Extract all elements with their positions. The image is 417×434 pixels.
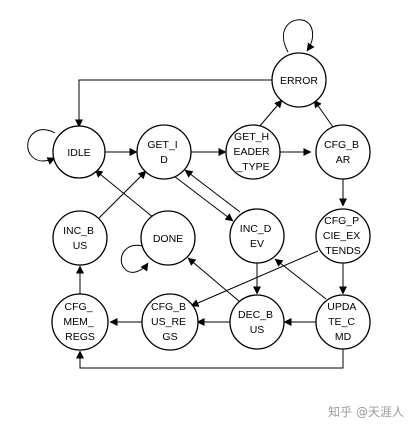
edge-idle-self-loop [27, 129, 56, 165]
state-error-label: ERROR [280, 75, 318, 87]
edge-get-id-to-inc-dev [173, 175, 234, 222]
state-update-cmd-label: UPDA TE_C MD [327, 301, 359, 343]
state-get-id: GET_I D [136, 124, 192, 180]
state-idle: IDLE [52, 125, 106, 179]
state-inc-dev: INC_D EV [229, 208, 285, 264]
state-cfg-bus-regs: CFG_B US_RE GS [141, 293, 199, 351]
edge-done-self-loop [120, 245, 149, 273]
edge-update-cmd-to-inc-dev [274, 258, 327, 300]
state-get-header-type: GET_H EADER _TYPE [225, 124, 281, 180]
state-get-header-type-label: GET_H EADER _TYPE [233, 131, 272, 173]
watermark-text: 知乎 @天涯人 [328, 405, 404, 419]
state-done: DONE [140, 210, 196, 266]
edge-inc-bus-to-get-id [98, 170, 147, 219]
state-dec-bus: DEC_B US [229, 294, 285, 350]
states: ERROR IDLE GET_I D GET_H EADER _TYPE CF [51, 52, 371, 351]
state-cfg-mem-regs-label: CFG_ MEM_ REGS [63, 301, 96, 343]
state-cfg-mem-regs: CFG_ MEM_ REGS [51, 293, 109, 351]
state-inc-bus-label: INC_B US [63, 225, 97, 252]
edge-update-cmd-to-cfg-mem-regs [76, 349, 344, 369]
state-cfg-pcie-extends: CFG_P CIE_EX TENDS [315, 208, 371, 264]
state-dec-bus-label: DEC_B US [238, 309, 276, 336]
state-get-id-label: GET_I D [147, 139, 180, 166]
edge-done-to-idle [94, 169, 155, 219]
state-done-label: DONE [153, 233, 183, 245]
edge-get-header-type-to-error [258, 99, 283, 128]
state-error: ERROR [271, 52, 327, 108]
state-cfg-bar: CFG_B AR [315, 124, 371, 180]
state-cfg-bus-regs-label: CFG_B US_RE GS [151, 301, 189, 343]
edge-cfg-pcie-extends-to-cfg-bus-regs [190, 250, 319, 307]
edge-dec-bus-to-done [187, 257, 241, 303]
state-inc-dev-label: INC_D EV [240, 223, 274, 250]
edge-inc-dev-to-get-id [184, 169, 241, 213]
edge-error-self-loop [282, 19, 315, 53]
transitions [27, 19, 347, 369]
edge-error-to-idle [75, 79, 272, 128]
state-inc-bus: INC_B US [52, 210, 108, 266]
state-cfg-pcie-extends-label: CFG_P CIE_EX TENDS [323, 215, 363, 257]
state-update-cmd: UPDA TE_C MD [315, 294, 371, 350]
state-idle-label: IDLE [67, 147, 90, 159]
edge-cfg-bar-to-error [313, 99, 334, 128]
state-cfg-bar-label: CFG_B AR [324, 139, 362, 166]
